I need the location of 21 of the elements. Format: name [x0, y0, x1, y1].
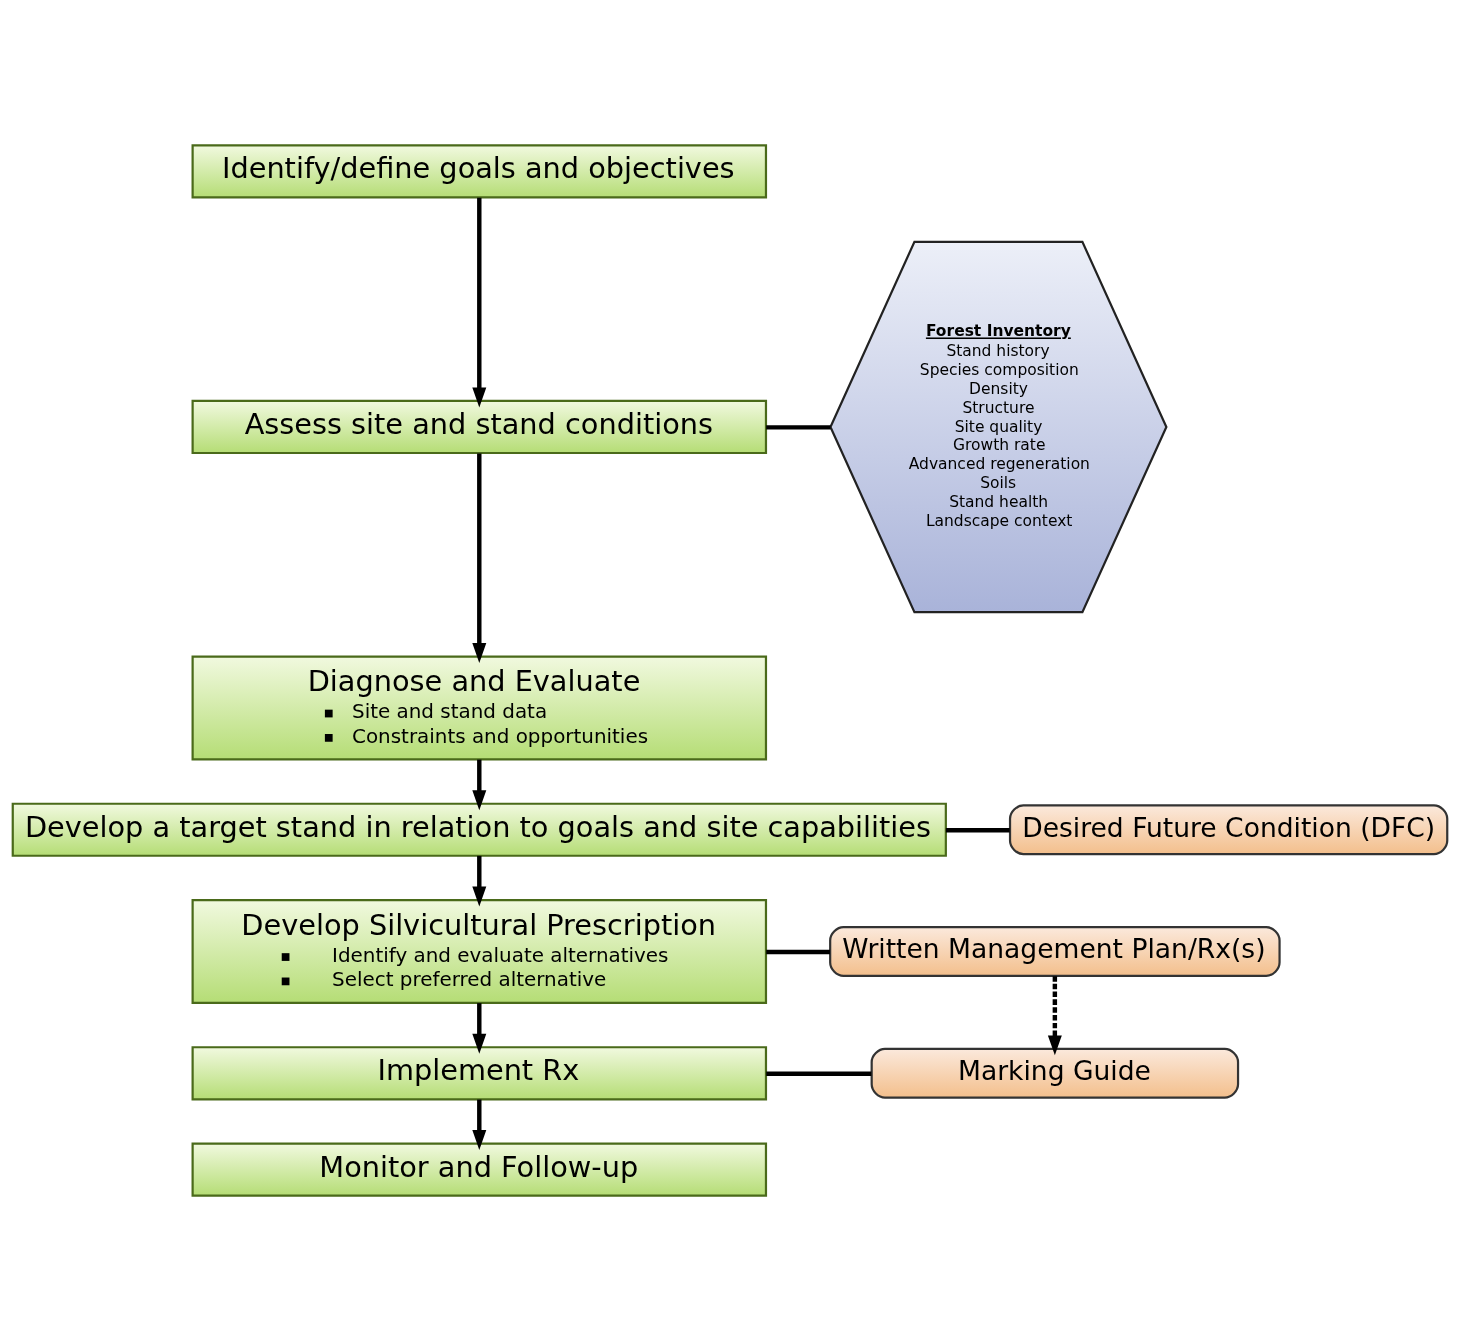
- connector: [766, 949, 830, 955]
- node-box: Develop a target stand in relation to goals and site capabilities: [11, 802, 947, 857]
- node-box: Monitor and Follow-up: [191, 1142, 768, 1197]
- node-box: Desired Future Condition (DFC): [1008, 804, 1449, 856]
- node-box: Written Management Plan/Rx(s): [829, 926, 1281, 977]
- connector: [766, 1071, 872, 1077]
- node-box: Develop Silvicultural Prescription Identify and evaluate alternatives Select preferred alternative: [191, 898, 768, 1005]
- arrow: [472, 855, 487, 907]
- arrow: [472, 453, 487, 663]
- connector: [766, 425, 831, 430]
- arrow: [1047, 976, 1062, 1056]
- node-box: Assess site and stand conditions: [191, 399, 768, 455]
- node-box: Identify/define goals and objectives: [191, 144, 768, 199]
- node-box: Marking Guide: [870, 1047, 1240, 1099]
- arrow: [472, 759, 487, 811]
- connector: [945, 828, 1010, 833]
- arrow: [472, 197, 487, 408]
- node-box: Implement Rx: [191, 1046, 768, 1101]
- arrow: [472, 1099, 487, 1150]
- node-box: Diagnose and Evaluate Site and stand data Constraints and opportunities: [191, 655, 768, 761]
- arrow: [472, 1003, 487, 1054]
